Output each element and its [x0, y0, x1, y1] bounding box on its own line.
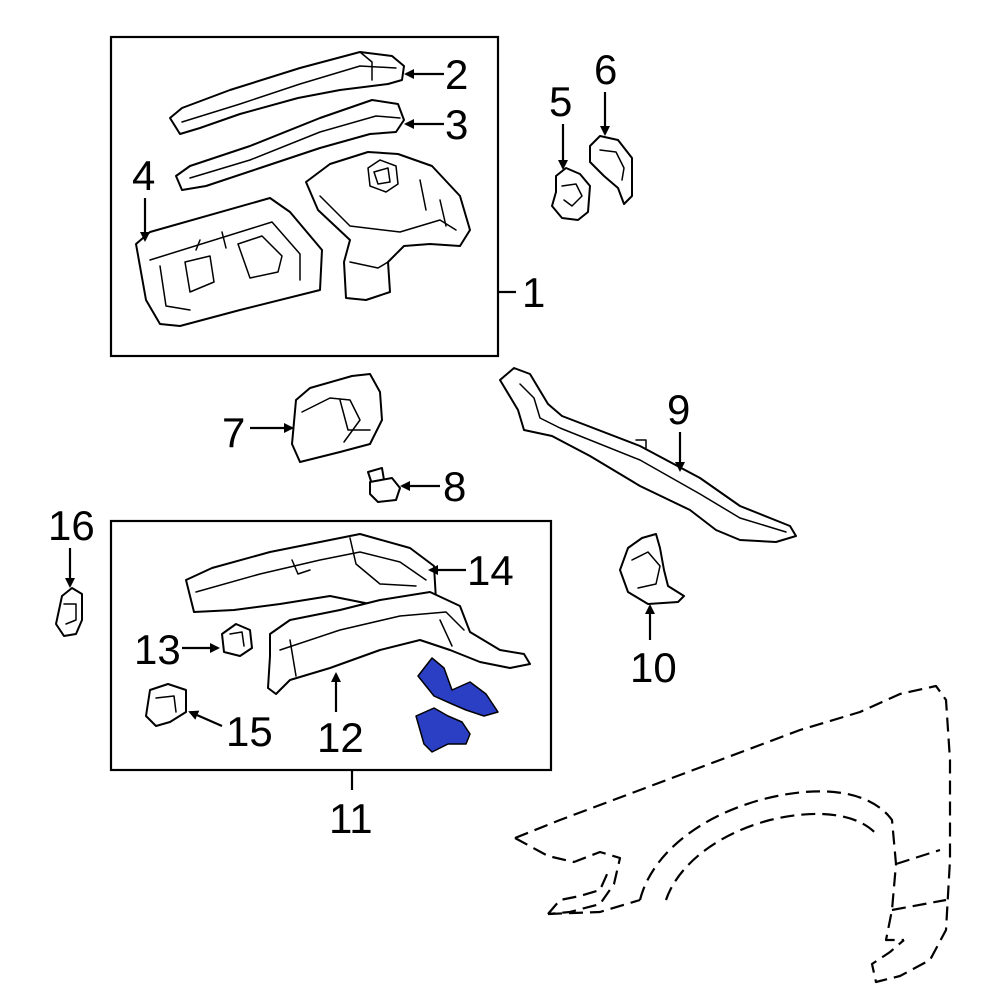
callout-13: 13: [134, 626, 181, 673]
arrow-15: [188, 710, 223, 728]
callout-12: 12: [317, 714, 364, 761]
part-2-upper-rail[interactable]: [169, 51, 405, 135]
fender-outline: [514, 684, 952, 984]
callout-3: 3: [445, 101, 468, 148]
highlighted-part-lower[interactable]: [415, 707, 471, 753]
callout-8: 8: [443, 463, 466, 510]
callout-5: 5: [549, 78, 572, 125]
part-16-clip[interactable]: [55, 587, 83, 637]
callout-6: 6: [594, 46, 617, 93]
callout-16: 16: [48, 502, 95, 549]
callout-2: 2: [445, 51, 468, 98]
callout-10: 10: [630, 644, 677, 691]
highlighted-parts[interactable]: [415, 657, 499, 753]
callout-7: 7: [222, 409, 245, 456]
callout-15: 15: [226, 708, 273, 755]
part-7-bracket[interactable]: [291, 373, 383, 463]
callout-1: 1: [522, 269, 545, 316]
part-13-bracket[interactable]: [221, 623, 253, 657]
part-3-lower-rail[interactable]: [175, 99, 405, 191]
group-box-1: [109, 35, 500, 358]
part-4-apron[interactable]: [135, 197, 323, 327]
part-1-suspension-tower[interactable]: [305, 151, 471, 301]
part-10-bracket[interactable]: [619, 533, 685, 605]
callout-11: 11: [329, 795, 373, 842]
part-5-bracket[interactable]: [551, 167, 591, 221]
callout-9: 9: [667, 386, 690, 433]
callout-14: 14: [467, 547, 514, 594]
part-8-bolt[interactable]: [367, 467, 401, 503]
highlighted-part-upper[interactable]: [417, 657, 499, 717]
callout-4: 4: [132, 152, 155, 199]
part-12-lower-member[interactable]: [267, 591, 531, 695]
part-15-bracket[interactable]: [145, 683, 187, 727]
group-box-11: [109, 519, 553, 772]
part-6-bracket[interactable]: [589, 135, 633, 205]
part-9-crossmember[interactable]: [499, 367, 797, 543]
